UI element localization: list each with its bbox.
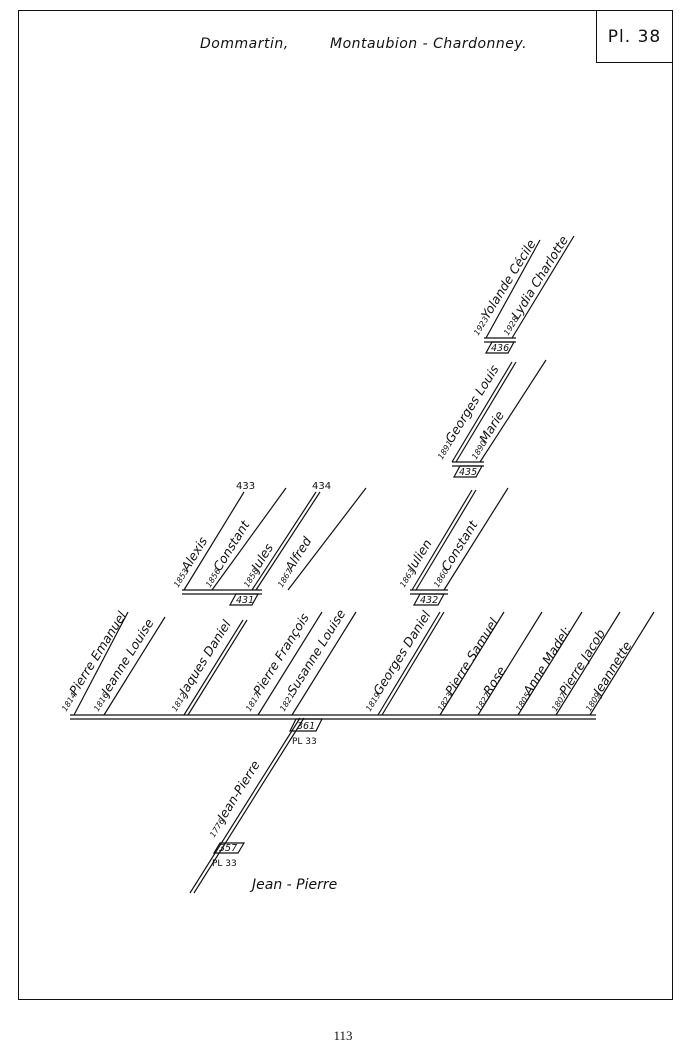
branches-431 [183, 487, 367, 591]
page-frame [18, 10, 673, 1000]
svg-text:Constant: Constant [210, 517, 253, 574]
box-435-number: 435 [459, 467, 477, 478]
branches-361 [73, 611, 655, 716]
box-432-number: 432 [420, 595, 438, 606]
svg-text:Jean-Pierre: Jean-Pierre [212, 757, 263, 826]
plate-number: Pl. 38 [596, 10, 673, 63]
branches-435 [451, 359, 547, 463]
box-357-ref: PL 33 [212, 859, 237, 869]
person-1867-alfred: 1867 Alfred [276, 534, 314, 589]
box-357: 357 PL 33 [212, 842, 246, 869]
person-1823-pierre-samuel: 1823 Pierre Samuel [436, 615, 501, 713]
continuation-433: 433 [236, 481, 255, 492]
trunk-line-1776-b [193, 717, 305, 894]
box-435: 435 [452, 465, 484, 478]
branches-432 [411, 487, 509, 591]
trunk-line-1776 [189, 717, 301, 894]
svg-text:Rose: Rose [480, 663, 509, 697]
person-1827-rose: 1827 Rose [474, 663, 509, 713]
continuation-434: 434 [312, 481, 331, 492]
box-436-number: 436 [491, 343, 509, 354]
svg-text:Georges Daniel: Georges Daniel [370, 608, 434, 698]
box-361-number: 361 [297, 721, 315, 732]
box-361-ref: PL 33 [292, 737, 317, 747]
person-1812-jaques-daniel: 1812 Jaques Daniel [170, 617, 234, 713]
branches-436 [485, 235, 575, 339]
person-1860-constant: 1860 Constant [432, 517, 481, 589]
svg-text:Jaques Daniel: Jaques Daniel [174, 617, 234, 700]
box-431: 431 [228, 593, 260, 606]
person-1819-georges-daniel: 1819 Georges Daniel [364, 608, 434, 713]
box-436: 436 [484, 341, 516, 354]
box-431-number: 431 [236, 595, 254, 606]
box-357-number: 357 [219, 843, 237, 854]
page-number: 113 [333, 1028, 353, 1043]
box-361: 361 PL 33 [289, 718, 323, 747]
place-title-dommartin: Dommartin, [200, 36, 289, 52]
box-432: 432 [412, 593, 446, 606]
svg-text:Alfred: Alfred [281, 534, 314, 574]
place-title-montaubion: Montaubion - Chardonney. [330, 36, 528, 52]
root-name-label: Jean - Pierre [249, 877, 337, 893]
